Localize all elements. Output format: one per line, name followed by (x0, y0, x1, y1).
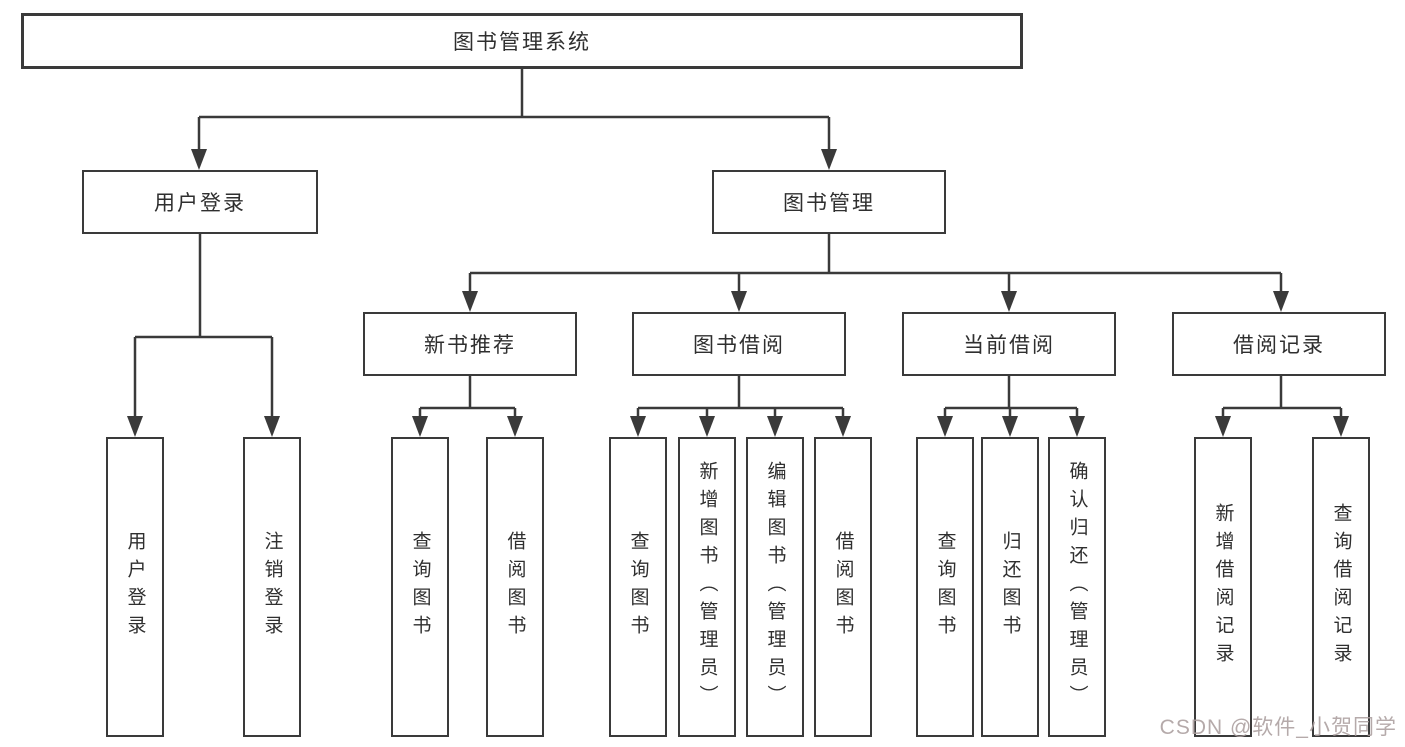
node-user-login: 用户登录 (82, 170, 318, 234)
arrow-down-icon (630, 416, 646, 437)
arrow-down-icon (462, 291, 478, 312)
arrow-down-icon (731, 291, 747, 312)
connector-current-borrow-branch (943, 376, 1079, 417)
leaf-records-query-borrow-record: 查询借阅记录 (1312, 437, 1370, 737)
arrow-down-icon (1215, 416, 1231, 437)
leaf-user-login: 用户登录 (106, 437, 164, 737)
arrow-down-icon (1273, 291, 1289, 312)
connector-borrow-record-branch (1221, 376, 1343, 417)
arrow-down-icon (937, 416, 953, 437)
arrow-down-icon (1002, 416, 1018, 437)
leaf-records-add-borrow-record: 新增借阅记录 (1194, 437, 1252, 737)
arrow-down-icon (835, 416, 851, 437)
connector-root-branch (197, 69, 831, 150)
leaf-newbook-query-books: 查询图书 (391, 437, 449, 737)
arrow-down-icon (1001, 291, 1017, 312)
node-new-book-recommend: 新书推荐 (363, 312, 577, 376)
node-book-management: 图书管理 (712, 170, 946, 234)
leaf-current-query-books: 查询图书 (916, 437, 974, 737)
leaf-borrowing-borrow-books: 借阅图书 (814, 437, 872, 737)
node-borrowing-records: 借阅记录 (1172, 312, 1386, 376)
arrow-down-icon (127, 416, 143, 437)
arrow-down-icon (507, 416, 523, 437)
leaf-current-confirm-return-admin: 确认归还（管理员） (1048, 437, 1106, 737)
leaf-borrowing-query-books: 查询图书 (609, 437, 667, 737)
connector-book-borrow-branch (636, 376, 845, 417)
arrow-down-icon (1333, 416, 1349, 437)
connector-new-book-branch (418, 376, 517, 417)
arrow-down-icon (699, 416, 715, 437)
connector-book-mgmt-branch (468, 234, 1283, 292)
leaf-logout: 注销登录 (243, 437, 301, 737)
leaf-borrowing-add-books-admin: 新增图书（管理员） (678, 437, 736, 737)
watermark-text: CSDN @软件_小贺同学 (1159, 716, 1397, 739)
node-root-library-system: 图书管理系统 (21, 13, 1023, 69)
arrowheads (127, 149, 1349, 437)
leaf-current-return-books: 归还图书 (981, 437, 1039, 737)
arrow-down-icon (767, 416, 783, 437)
connector-user-login-branch (133, 234, 274, 417)
arrow-down-icon (1069, 416, 1085, 437)
arrow-down-icon (412, 416, 428, 437)
leaf-newbook-borrow-books: 借阅图书 (486, 437, 544, 737)
node-book-borrowing: 图书借阅 (632, 312, 846, 376)
arrow-down-icon (821, 149, 837, 170)
arrow-down-icon (191, 149, 207, 170)
leaf-borrowing-edit-books-admin: 编辑图书（管理员） (746, 437, 804, 737)
node-current-borrowing: 当前借阅 (902, 312, 1116, 376)
arrow-down-icon (264, 416, 280, 437)
